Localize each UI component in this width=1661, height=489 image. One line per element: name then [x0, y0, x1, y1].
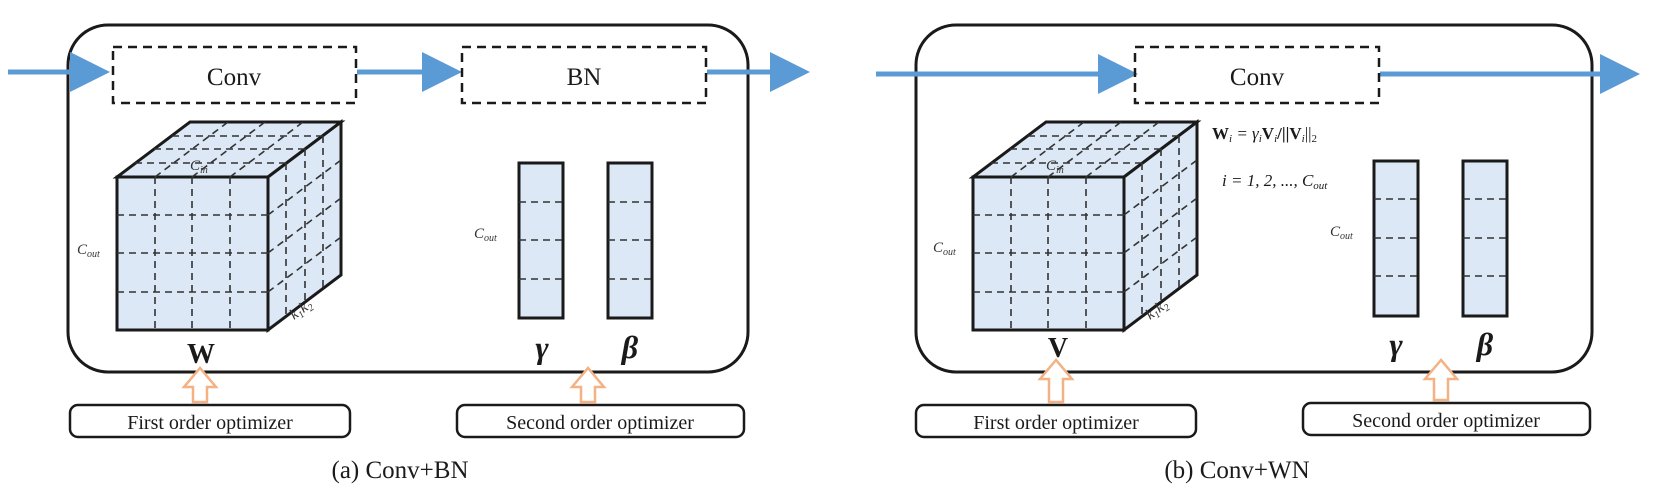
- panel-a-second-optimizer-arrow: [569, 366, 607, 404]
- panel-a-gamma-bar: [517, 161, 565, 320]
- panel-b-gamma-symbol: γ: [1389, 326, 1403, 362]
- panel-a-conv-box: [111, 45, 358, 105]
- panel-b-weight-symbol: V: [1048, 333, 1068, 364]
- panel-b-weight-cube: Cin Cout k1k2: [933, 118, 1202, 334]
- panel-a-c-out-label: Cout: [77, 242, 100, 260]
- panel-b-gamma-c-out-label: Cout: [1330, 224, 1353, 242]
- panel-b-first-optimizer-box: [914, 403, 1198, 439]
- panel-a-second-optimizer-box: [455, 403, 746, 439]
- panel-b-gamma-bar: [1372, 159, 1420, 318]
- panel-b-formula-line1: Wi = γiVi/||Vi||2: [1212, 124, 1317, 145]
- panel-b-second-optimizer-arrow: [1422, 358, 1460, 402]
- panel-b-frame: [914, 23, 1594, 374]
- panel-a-weight-symbol: W: [187, 339, 215, 370]
- panel-a-gamma-symbol: γ: [535, 329, 549, 365]
- panel-a-beta-bar: [606, 161, 654, 320]
- panel-b-second-optimizer-box: [1301, 401, 1592, 437]
- panel-a-bn-box: [460, 45, 708, 105]
- panel-b-c-in-label: Cin: [1046, 158, 1064, 176]
- panel-b-c-out-label: Cout: [933, 240, 956, 258]
- panel-b-caption: (b) Conv+WN: [1164, 457, 1309, 484]
- panel-a-beta-symbol: β: [621, 329, 639, 365]
- panel-a-gamma-c-out-label: Cout: [474, 226, 497, 244]
- panel-a-frame: [66, 23, 750, 374]
- panel-a-second-optimizer-label: Second order optimizer: [506, 412, 694, 434]
- panel-a-caption: (a) Conv+BN: [332, 457, 469, 484]
- panel-a-conv-label: Conv: [207, 64, 262, 91]
- panel-b-first-optimizer-label: First order optimizer: [973, 412, 1139, 434]
- panel-b-conv-box: [1133, 45, 1381, 105]
- panel-a-c-in-label: Cin: [190, 158, 208, 176]
- panel-b-beta-symbol: β: [1476, 326, 1494, 362]
- panel-b-second-optimizer-label: Second order optimizer: [1352, 410, 1540, 432]
- panel-a-bn-label: BN: [567, 64, 602, 91]
- panel-b-first-optimizer-arrow: [1037, 358, 1075, 404]
- panel-b-conv-label: Conv: [1230, 64, 1285, 91]
- panel-a-weight-cube: Cin Cout k1k2: [77, 118, 346, 334]
- panel-a-first-optimizer-arrow: [181, 366, 219, 404]
- panel-b-beta-bar: [1461, 159, 1509, 318]
- panel-a-first-optimizer-label: First order optimizer: [127, 412, 293, 434]
- panel-a-first-optimizer-box: [68, 403, 352, 439]
- panel-a: Conv BN: [8, 23, 810, 484]
- panel-b: Conv Wi = γiVi/||Vi||2 i = 1, 2, ..., Co…: [876, 23, 1640, 484]
- panel-b-formula-line2: i = 1, 2, ..., Cout: [1222, 171, 1328, 192]
